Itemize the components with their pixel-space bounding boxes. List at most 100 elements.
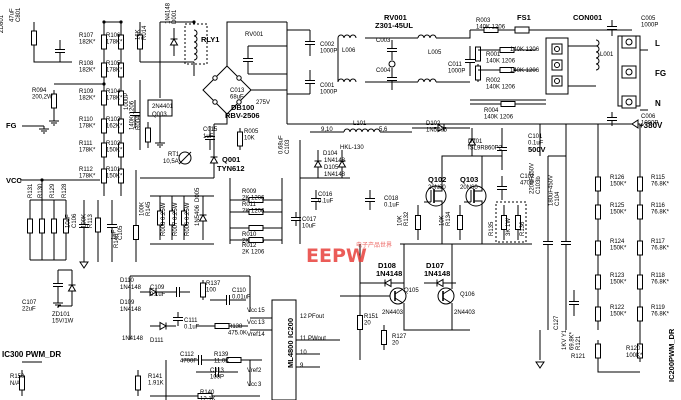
component-ref: R120 bbox=[626, 346, 641, 352]
component-value: ISL9R860P2 bbox=[468, 146, 503, 152]
resistor-symbol bbox=[637, 204, 643, 220]
component-ref: R130 bbox=[38, 183, 44, 198]
component-value: 1N4148 bbox=[324, 172, 346, 178]
component-ref: RV001 bbox=[245, 32, 264, 38]
resistor-symbol bbox=[381, 330, 387, 345]
ic-pin-number: 10 bbox=[300, 350, 307, 356]
component-ref: L001 bbox=[600, 52, 614, 58]
component-value: 178K* bbox=[79, 124, 96, 130]
component-ref: R116 bbox=[651, 203, 666, 209]
component-ref: R003 bbox=[476, 18, 491, 24]
component-value: 16K bbox=[136, 29, 142, 40]
watermark-tagline: 电子产品世界 bbox=[356, 241, 392, 249]
wire bbox=[178, 151, 192, 165]
wire bbox=[442, 297, 452, 304]
resistor-symbol bbox=[483, 27, 499, 33]
watermark-logo: EEPW bbox=[306, 245, 367, 267]
inductor-pins-b: 5,6 bbox=[379, 127, 388, 133]
resistor-symbol bbox=[248, 237, 264, 243]
resistor-symbol bbox=[101, 90, 107, 106]
component-ref: D107 bbox=[426, 261, 444, 270]
resistor-symbol bbox=[27, 218, 33, 234]
component-ref: C113 bbox=[210, 368, 225, 374]
component-value: 2K 1206 bbox=[242, 196, 265, 202]
resistor-symbol bbox=[133, 225, 139, 240]
component-value: 150K* bbox=[106, 148, 123, 154]
resistor-symbol bbox=[248, 225, 264, 231]
component-value: 1uF bbox=[203, 134, 214, 140]
component-value: 100K* bbox=[626, 353, 643, 359]
component-value: 182K* bbox=[79, 40, 96, 46]
component-ref: R140 bbox=[200, 390, 215, 396]
component-ref: D005 bbox=[195, 187, 201, 202]
component-ref: R128 bbox=[62, 183, 68, 198]
mosfet-a-part: 20N60 bbox=[428, 185, 446, 191]
component-ref: R121 bbox=[571, 354, 586, 360]
component-value: 15V/1W bbox=[52, 319, 74, 325]
component-value: 1N4148 bbox=[424, 269, 450, 278]
wire bbox=[434, 185, 443, 192]
component-value: 162K* bbox=[106, 124, 123, 130]
resistor-symbol bbox=[101, 62, 107, 78]
component-ref: R134 bbox=[446, 211, 452, 226]
component-ref: C003 bbox=[376, 38, 391, 44]
component-ref: D001 bbox=[172, 9, 178, 24]
component-ref: C104 bbox=[555, 191, 561, 206]
component-ref: R002 bbox=[486, 78, 501, 84]
component-value: 0.1uF bbox=[318, 199, 334, 205]
component-value: 12.1K bbox=[200, 397, 216, 400]
diode-symbol bbox=[337, 160, 347, 168]
inductor-symbol bbox=[193, 29, 198, 61]
junction-dot bbox=[102, 20, 106, 24]
sense-resistor-group bbox=[495, 201, 527, 243]
resistor-symbol bbox=[51, 93, 57, 109]
resistor-symbol bbox=[457, 215, 463, 230]
resistor-symbol bbox=[500, 101, 516, 107]
component-ref: R151 bbox=[364, 314, 379, 320]
component-ref: R136 bbox=[520, 221, 526, 236]
diode-symbol bbox=[67, 284, 77, 292]
resistor-symbol bbox=[118, 62, 124, 78]
component-value: 3K 1W bbox=[506, 218, 512, 236]
component-value: 150K* bbox=[610, 246, 627, 252]
resistor-symbol bbox=[357, 315, 363, 330]
component-value: 470P bbox=[520, 181, 534, 187]
ic-pin-name: PWout bbox=[308, 336, 326, 342]
resistor-symbol bbox=[595, 240, 601, 256]
component-ref: R109 bbox=[79, 89, 94, 95]
component-value: 500V bbox=[528, 145, 546, 154]
component-value: 180uF450V bbox=[549, 175, 555, 206]
component-value: 150K* bbox=[106, 174, 123, 180]
component-value: 20 bbox=[392, 341, 399, 347]
component-value: 1N5406 bbox=[195, 204, 201, 226]
inductor-symbol bbox=[337, 78, 357, 83]
terminal-screw-head bbox=[625, 38, 633, 46]
resistor-symbol bbox=[637, 240, 643, 256]
inductor-pins: 9,10 bbox=[321, 127, 333, 133]
component-ref: ZD101 bbox=[52, 312, 71, 318]
component-value: 140K 1206 bbox=[486, 59, 516, 65]
component-ref: R121 bbox=[576, 335, 582, 350]
component-ref: R125 bbox=[610, 203, 625, 209]
component-ref: R004 bbox=[484, 108, 499, 114]
component-value: 10uF bbox=[302, 224, 316, 230]
thermistor-value: 10,5A bbox=[163, 159, 179, 165]
diode-symbol bbox=[436, 278, 444, 288]
component-value: 0.1uF bbox=[528, 141, 544, 147]
inductor-ref: L101 bbox=[353, 121, 367, 127]
resistor-symbol bbox=[101, 34, 107, 50]
terminal-fg_right: FG bbox=[655, 69, 666, 78]
component-ref: R138 bbox=[228, 324, 243, 330]
resistor-symbol bbox=[515, 215, 521, 230]
component-value: 150K* bbox=[610, 182, 627, 188]
connector-pin bbox=[551, 59, 563, 71]
resistor-symbol bbox=[248, 197, 264, 203]
ground-symbol bbox=[79, 261, 89, 269]
resistor-symbol bbox=[157, 210, 163, 226]
resistor-symbol bbox=[63, 218, 69, 234]
component-ref: ZD801 bbox=[0, 14, 5, 33]
component-value: 1000P bbox=[448, 69, 465, 75]
component-ref: R150 bbox=[10, 374, 25, 380]
scr-part: TYN612 bbox=[217, 164, 245, 173]
component-ref: R145 bbox=[146, 201, 152, 216]
